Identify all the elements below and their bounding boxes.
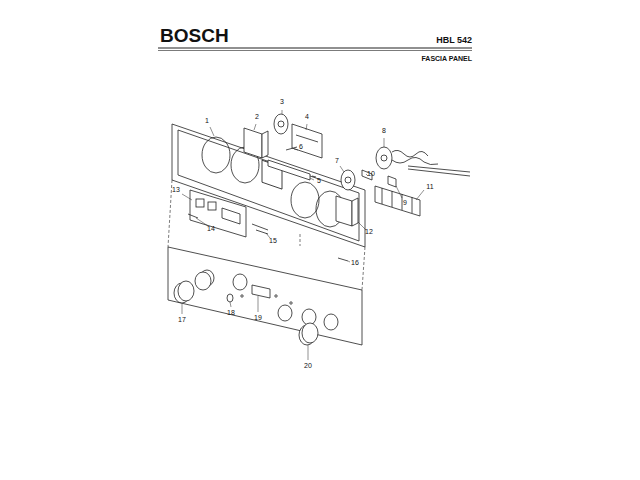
callout-number: 11 [426,183,433,190]
section-title: FASCIA PANEL [421,55,472,62]
callout-number: 20 [304,362,312,369]
callout-number: 19 [254,314,262,321]
callout-number: 7 [335,157,339,164]
callout-number: 18 [227,309,235,316]
callout-number: 10 [367,170,375,177]
callout-number: 16 [351,259,359,266]
callout-number: 3 [280,98,284,105]
brand-name: BOSCH [160,26,229,45]
callout-number: 6 [299,143,303,150]
callout-number: 12 [365,228,373,235]
callout-number: 14 [207,225,215,232]
callout-number: 9 [403,199,407,206]
callout-number: 2 [255,113,259,120]
callout-number: 8 [382,127,386,134]
model-number: HBL 542 [436,36,472,45]
callout-number: 4 [305,113,309,120]
callout-number: 13 [172,186,180,193]
callout-number: 15 [269,237,277,244]
callout-number: 17 [178,316,186,323]
callout-number: 1 [205,117,209,124]
callout-number: 5 [317,177,321,184]
